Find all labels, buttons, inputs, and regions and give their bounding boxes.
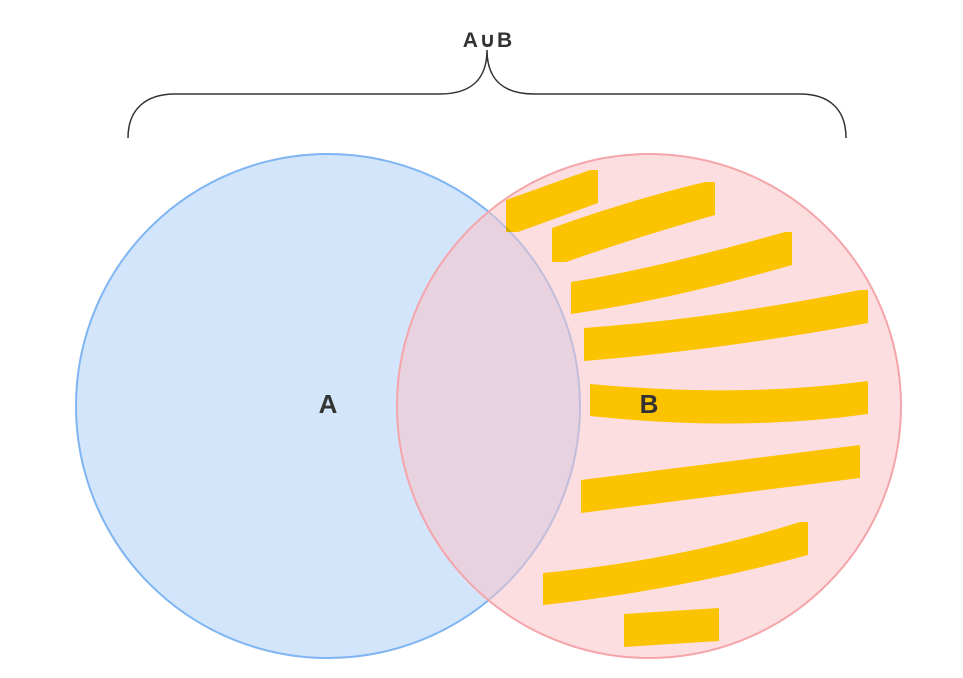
- highlight-stroke: [590, 381, 868, 424]
- highlight-stroke: [543, 522, 808, 605]
- highlight-strokes: [506, 170, 868, 647]
- highlight-stroke: [624, 608, 719, 647]
- highlight-stroke: [571, 232, 792, 314]
- highlight-stroke: [581, 445, 860, 513]
- set-b-label: B: [640, 389, 659, 419]
- highlight-stroke: [506, 170, 598, 232]
- set-a-label: A: [319, 389, 338, 419]
- union-brace: [127, 49, 847, 139]
- union-label: A∪B: [463, 29, 513, 52]
- highlight-stroke: [552, 182, 715, 262]
- highlight-stroke: [584, 290, 868, 361]
